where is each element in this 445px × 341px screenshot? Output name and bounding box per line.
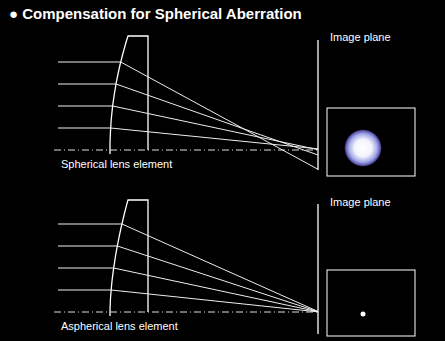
incident-ray <box>58 224 122 225</box>
optical-axis <box>54 150 318 151</box>
image-plane-label: Image plane <box>330 196 391 208</box>
refracted-ray <box>111 290 318 312</box>
incident-ray <box>58 268 114 269</box>
title: ● Compensation for Spherical Aberration <box>9 5 302 22</box>
refracted-ray <box>122 224 318 311</box>
incident-ray <box>58 290 111 291</box>
incident-ray <box>58 106 113 107</box>
lens-label: Aspherical lens element <box>61 320 178 332</box>
incident-ray <box>58 84 116 85</box>
refracted-ray <box>113 106 318 150</box>
incident-ray <box>58 246 117 247</box>
refracted-ray <box>121 62 318 169</box>
image-plane-line <box>317 204 318 334</box>
incident-ray <box>58 128 111 129</box>
focus-dot <box>361 312 366 317</box>
image-plane-label: Image plane <box>330 31 391 43</box>
optical-axis <box>54 312 318 313</box>
incident-ray <box>58 62 121 63</box>
lens-outline <box>110 200 148 316</box>
refracted-ray <box>117 246 318 312</box>
blur-spot <box>344 129 382 167</box>
lens-outline <box>110 36 148 154</box>
refracted-ray <box>116 84 318 155</box>
refracted-ray <box>111 128 318 149</box>
image-plane-line <box>317 40 318 170</box>
spot-box <box>327 270 415 336</box>
lens-label: Spherical lens element <box>61 158 172 170</box>
refracted-ray <box>114 268 318 312</box>
spot-box <box>327 108 415 176</box>
